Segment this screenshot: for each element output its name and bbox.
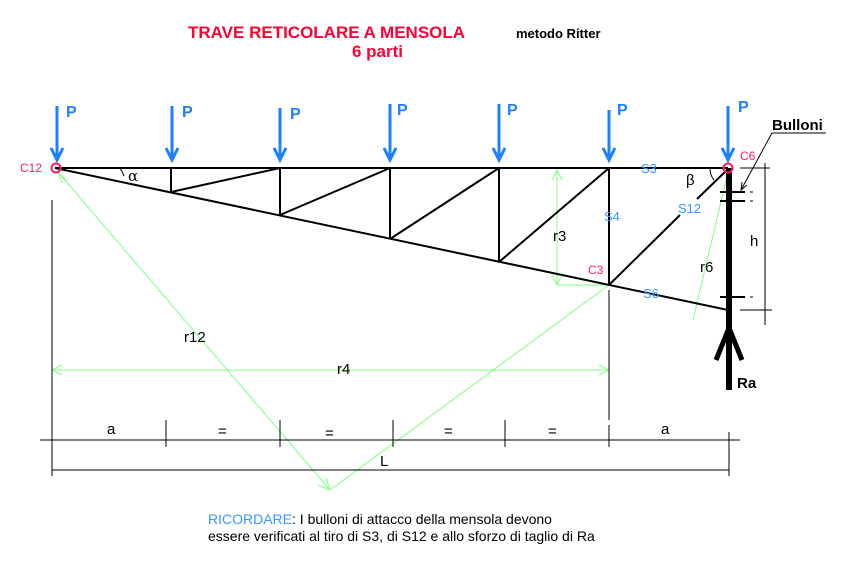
node-c6-label: C6 [740, 149, 756, 163]
r12-line [57, 171, 331, 491]
svg-text:P: P [182, 104, 193, 121]
svg-text:P: P [617, 102, 628, 119]
load-arrow: P [720, 99, 749, 164]
construction-lines [50, 168, 729, 491]
dim-eq3: = [444, 423, 453, 440]
node-c3-label: C3 [588, 263, 604, 277]
node-c12-label: C12 [20, 161, 42, 175]
r4-label: r4 [337, 361, 350, 378]
load-arrow: P [491, 102, 518, 164]
svg-text:P: P [290, 106, 301, 123]
dimensions [40, 200, 740, 476]
h-label: h [750, 233, 758, 250]
dim-L: L [380, 453, 388, 470]
note-line-2: essere verificati al tiro di S3, di S12 … [208, 528, 595, 544]
node-c12-marker [50, 162, 62, 174]
subtitle: 6 parti [352, 42, 403, 61]
note-text-1: : I bulloni di attacco della mensola dev… [292, 511, 552, 527]
r3-label: r3 [553, 228, 566, 245]
method-label: metodo Ritter [516, 26, 601, 41]
arrowhead [551, 168, 563, 181]
member-s4-label: S4 [604, 209, 620, 224]
dim-a2: a [661, 421, 670, 438]
diagonal-member [170, 167, 281, 193]
r12-extension-line [329, 284, 610, 491]
title: TRAVE RETICOLARE A MENSOLA [188, 23, 465, 42]
arrowhead [57, 171, 67, 184]
diagonal-member-s12-end [696, 169, 728, 200]
member-s12-label: S12 [678, 201, 701, 216]
svg-text:P: P [397, 102, 408, 119]
beta-arc [709, 167, 715, 181]
diagonal-member [389, 167, 500, 240]
svg-text:P: P [66, 104, 77, 121]
load-arrow: P [164, 104, 193, 164]
note-keyword: RICORDARE [208, 511, 292, 527]
member-s3-label: S3 [641, 161, 657, 176]
load-arrow: P [382, 102, 408, 164]
bolts-leader [740, 132, 773, 191]
dim-eq4: = [548, 423, 557, 440]
alpha-label: α [128, 167, 138, 185]
r6-label: r6 [700, 259, 713, 276]
diagonal-member-s12 [608, 214, 681, 286]
node-c6-marker [722, 162, 734, 174]
beta-label: β [686, 172, 695, 189]
note-line-1: RICORDARE: I bulloni di attacco della me… [208, 511, 552, 527]
diagonal-member [279, 167, 391, 216]
reaction-label: Ra [737, 375, 757, 392]
member-s6-label: S6 [643, 286, 659, 301]
bolts-label: Bulloni [772, 117, 823, 134]
arrowhead [551, 274, 563, 287]
r6-line [692, 171, 729, 321]
r12-label: r12 [184, 329, 206, 346]
loads: P P P P P P P [49, 99, 749, 164]
load-arrow: P [272, 106, 301, 164]
leader-arrowhead [740, 181, 748, 192]
dim-eq1: = [218, 423, 227, 440]
support-column [713, 132, 826, 390]
alpha-arc [119, 167, 125, 177]
dim-eq2: = [325, 425, 334, 442]
svg-text:P: P [507, 102, 518, 119]
load-arrow: P [601, 102, 628, 164]
dim-a1: a [107, 421, 116, 438]
load-arrow: P [49, 104, 77, 164]
arrowhead [317, 477, 331, 491]
svg-text:P: P [738, 99, 749, 116]
truss [54, 167, 729, 311]
reaction-arrow-icon [713, 321, 745, 361]
diagonal-member [498, 167, 610, 263]
